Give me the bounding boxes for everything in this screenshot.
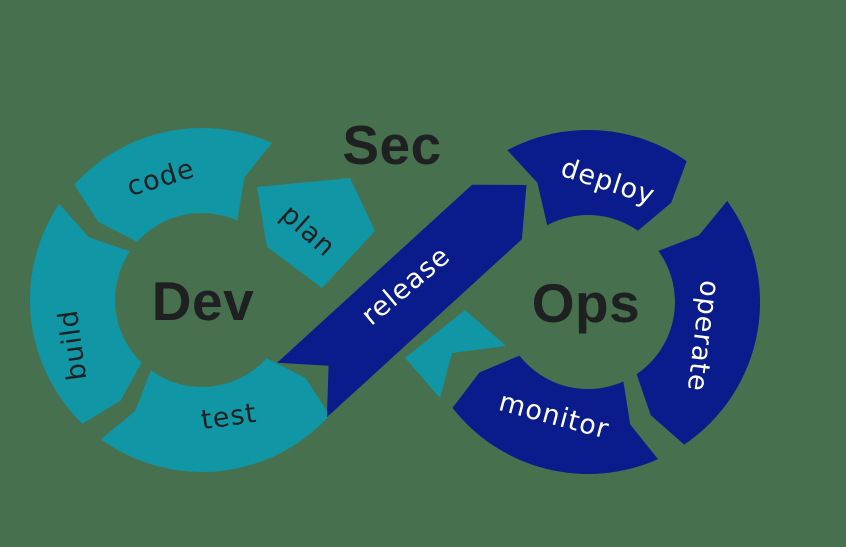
label-test: test — [199, 398, 259, 436]
dev-segment-test-arc — [100, 358, 330, 473]
ops-segment-operate-arc — [636, 200, 761, 445]
ops-title: Ops — [532, 272, 640, 334]
return-arrow-chevron — [405, 310, 506, 398]
dev-segment-code-arc — [74, 128, 272, 242]
ops-segment-release-ribbon — [277, 184, 527, 418]
dev-title: Dev — [152, 270, 254, 332]
sec-title: Sec — [342, 114, 441, 176]
ops-segment-deploy-arc — [507, 129, 687, 231]
dev-segment-build-arc — [29, 203, 142, 424]
ops-segment-monitor-arc — [452, 355, 658, 474]
dev-segment-plan-ribbon — [257, 178, 375, 288]
